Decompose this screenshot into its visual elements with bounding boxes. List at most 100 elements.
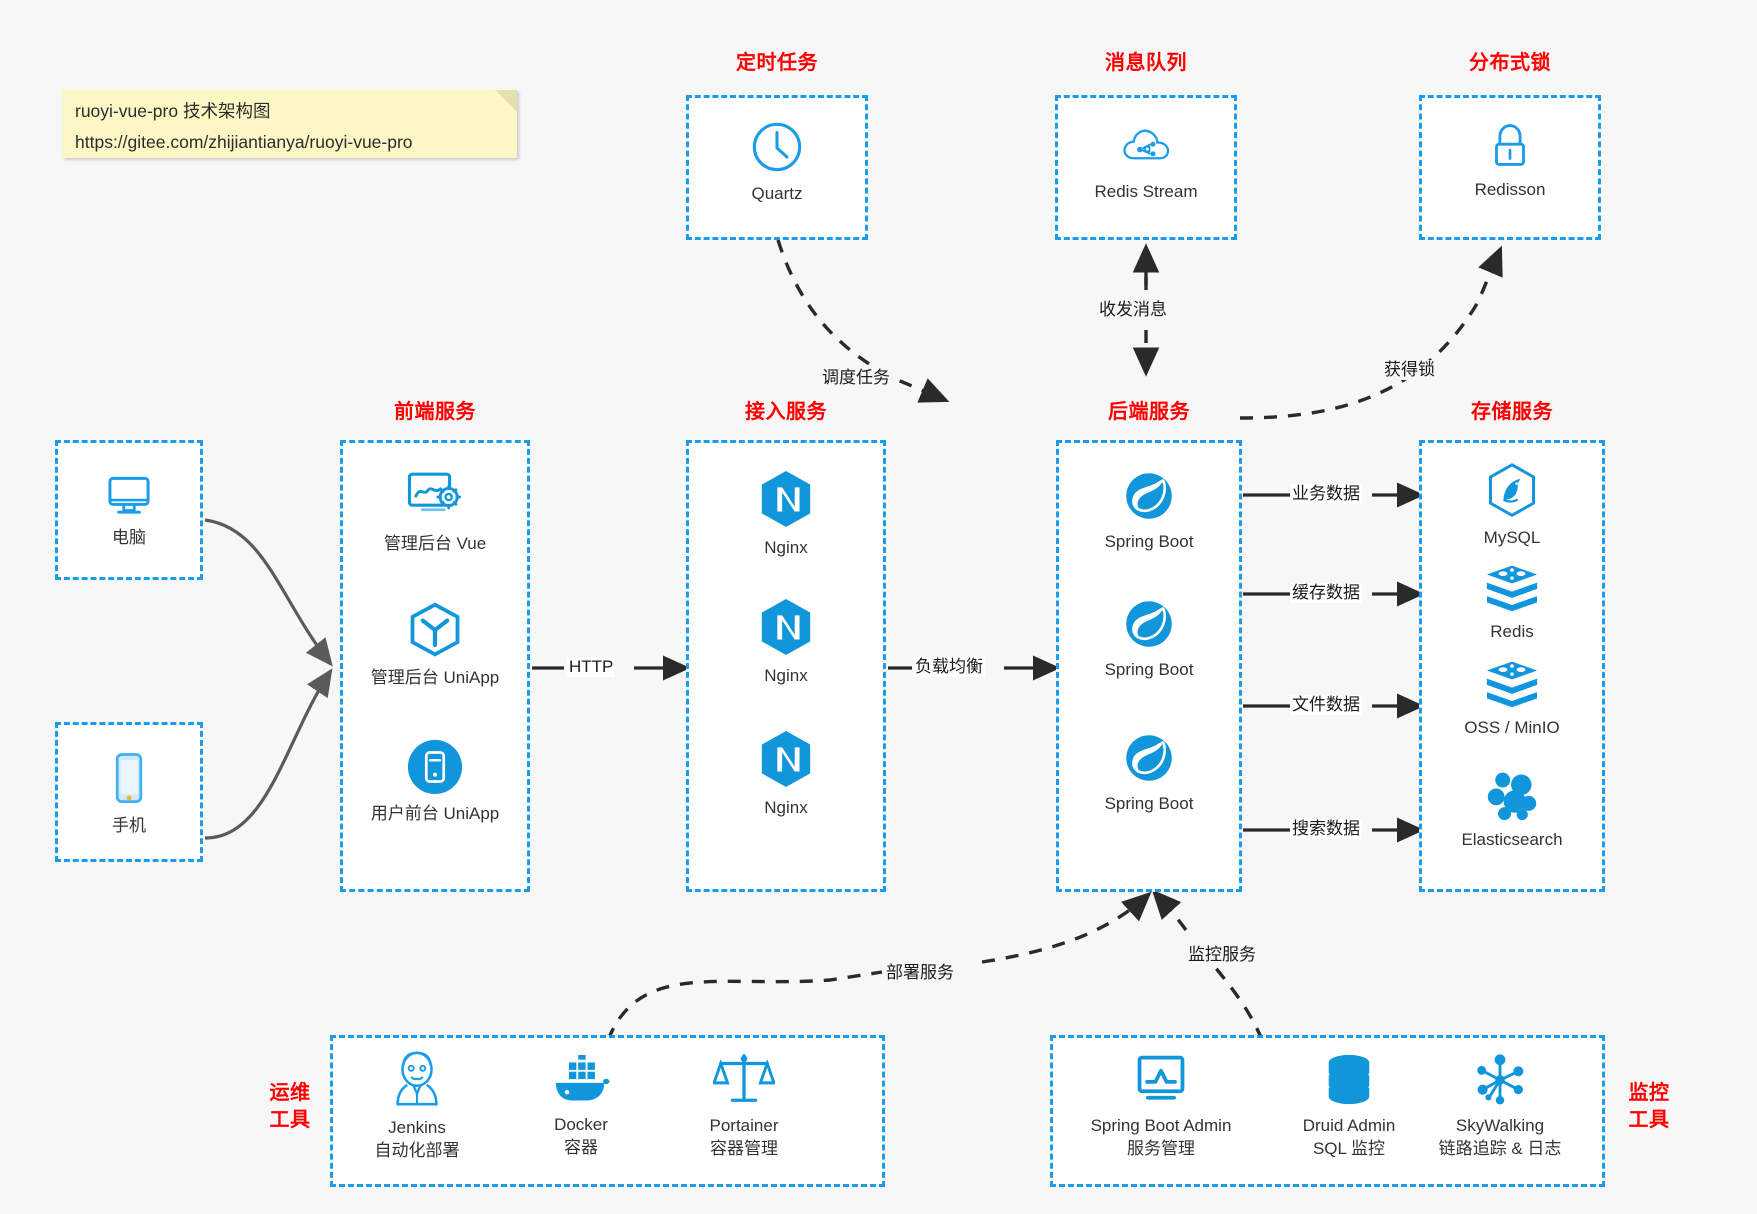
group-box-monitor xyxy=(1050,1035,1605,1187)
lock-icon xyxy=(1495,124,1525,166)
node-label: Spring Boot xyxy=(1104,532,1194,551)
node-elasticsearch[interactable]: Elasticsearch xyxy=(1427,768,1597,851)
node-nginx-2[interactable]: Nginx xyxy=(701,596,871,687)
node-user-uniapp[interactable]: 用户前台 UniApp xyxy=(350,738,520,825)
database-icon xyxy=(1328,1054,1370,1105)
smartphone-icon xyxy=(115,753,143,804)
node-label: OSS / MinIO xyxy=(1464,718,1560,737)
nginx-icon xyxy=(761,471,811,527)
node-redis-stream[interactable]: Redis Stream xyxy=(1061,118,1231,203)
clock-icon xyxy=(752,122,802,172)
docker-whale-icon xyxy=(555,1055,610,1101)
edge-label-search-data: 搜索数据 xyxy=(1290,819,1362,839)
node-label: MySQL xyxy=(1483,528,1541,547)
group-box-mq xyxy=(1055,95,1237,240)
node-sublabel: 链路追踪 & 日志 xyxy=(1438,1139,1562,1158)
mysql-dolphin-icon xyxy=(1488,463,1536,518)
node-redis[interactable]: Redis xyxy=(1427,562,1597,643)
edge-mobile-to-frontend xyxy=(204,668,333,840)
node-redisson[interactable]: Redisson xyxy=(1425,118,1595,201)
group-title-storage: 存储服务 xyxy=(1471,401,1553,423)
nginx-icon xyxy=(761,731,811,787)
node-label: Spring Boot xyxy=(1104,660,1194,679)
elasticsearch-cluster-icon xyxy=(1487,772,1537,821)
node-label: Quartz xyxy=(751,184,803,203)
group-title-devops-line2: 工具 xyxy=(269,1109,311,1131)
node-label: Nginx xyxy=(764,798,808,817)
edge-deploy-service xyxy=(981,891,1152,964)
cloud-network-icon xyxy=(1123,129,1170,160)
node-portainer[interactable]: Portainer 容器管理 xyxy=(659,1050,829,1160)
node-springboot-1[interactable]: Spring Boot xyxy=(1064,468,1234,553)
edge-label-business-data: 业务数据 xyxy=(1290,484,1362,504)
node-label: Docker xyxy=(554,1115,608,1134)
group-title-monitor: 监控 工具 xyxy=(1614,1080,1684,1134)
node-sublabel: 容器 xyxy=(564,1138,598,1157)
node-nginx-1[interactable]: Nginx xyxy=(701,468,871,559)
node-quartz[interactable]: Quartz xyxy=(692,118,862,205)
node-label: Redisson xyxy=(1474,180,1546,199)
node-pc[interactable]: 电脑 xyxy=(44,468,214,549)
node-admin-vue[interactable]: 管理后台 Vue xyxy=(350,468,520,555)
node-label: Spring Boot xyxy=(1104,794,1194,813)
note-url-line: https://gitee.com/zhijiantianya/ruoyi-vu… xyxy=(75,132,413,152)
edge-label-deploy-service: 部署服务 xyxy=(884,963,956,983)
group-box-devops xyxy=(330,1035,885,1187)
node-label: Nginx xyxy=(764,666,808,685)
sticky-note: ruoyi-vue-pro 技术架构图 https://gitee.com/zh… xyxy=(62,90,517,158)
node-sublabel: SQL 监控 xyxy=(1312,1139,1386,1158)
node-label: Druid Admin xyxy=(1302,1116,1396,1135)
node-jenkins[interactable]: Jenkins 自动化部署 xyxy=(332,1048,502,1162)
skywalking-node-icon xyxy=(1477,1054,1524,1105)
desktop-monitor-icon xyxy=(108,476,150,514)
node-label: 管理后台 UniApp xyxy=(370,668,500,687)
group-title-devops: 运维 工具 xyxy=(255,1080,325,1134)
edge-label-acquire-lock: 获得锁 xyxy=(1382,360,1437,380)
node-label: Redis Stream xyxy=(1094,182,1198,201)
note-title-line: ruoyi-vue-pro 技术架构图 xyxy=(75,101,271,121)
spring-leaf-icon xyxy=(1126,601,1172,647)
group-title-devops-line1: 运维 xyxy=(269,1082,311,1104)
group-title-mq: 消息队列 xyxy=(1105,52,1187,74)
node-label: Redis xyxy=(1490,622,1534,641)
node-mobile[interactable]: 手机 xyxy=(44,750,214,837)
node-sublabel: 容器管理 xyxy=(710,1139,778,1158)
group-box-scheduler xyxy=(686,95,868,240)
node-admin-uniapp[interactable]: 管理后台 UniApp xyxy=(350,600,520,689)
node-spring-boot-admin[interactable]: Spring Boot Admin 服务管理 xyxy=(1064,1052,1258,1160)
node-sublabel: 自动化部署 xyxy=(374,1141,460,1160)
node-label: 手机 xyxy=(112,816,146,835)
group-title-monitor-line1: 监控 xyxy=(1628,1082,1670,1104)
node-skywalking[interactable]: SkyWalking 链路追踪 & 日志 xyxy=(1410,1052,1590,1160)
node-springboot-3[interactable]: Spring Boot xyxy=(1064,730,1234,815)
edge-label-cache-data: 缓存数据 xyxy=(1290,583,1362,603)
edge-label-send-receive-msg: 收发消息 xyxy=(1097,300,1169,320)
monitor-chart-icon xyxy=(1137,1055,1185,1100)
node-druid-admin[interactable]: Druid Admin SQL 监控 xyxy=(1264,1052,1434,1160)
scales-icon xyxy=(713,1054,775,1102)
group-title-frontend: 前端服务 xyxy=(394,401,476,423)
node-label: Nginx xyxy=(764,538,808,557)
note-fold-corner xyxy=(495,90,517,112)
group-title-scheduler: 定时任务 xyxy=(736,52,818,74)
mobile-circle-icon xyxy=(407,739,463,795)
node-label: Elasticsearch xyxy=(1461,830,1563,849)
node-springboot-2[interactable]: Spring Boot xyxy=(1064,596,1234,681)
redis-stack-icon xyxy=(1486,661,1538,708)
group-box-frontend xyxy=(340,440,530,892)
node-label: Jenkins xyxy=(388,1118,446,1137)
dashboard-gear-icon xyxy=(407,472,461,512)
node-sublabel: 服务管理 xyxy=(1127,1139,1195,1158)
group-title-lock: 分布式锁 xyxy=(1469,52,1551,74)
node-docker[interactable]: Docker 容器 xyxy=(496,1055,666,1159)
node-nginx-3[interactable]: Nginx xyxy=(701,728,871,819)
edge-label-schedule-task: 调度任务 xyxy=(820,368,892,388)
node-mysql[interactable]: MySQL xyxy=(1427,462,1597,549)
spring-leaf-icon xyxy=(1126,735,1172,781)
node-oss-minio[interactable]: OSS / MinIO xyxy=(1427,658,1597,739)
node-label: 电脑 xyxy=(112,528,146,547)
node-label: 管理后台 Vue xyxy=(383,534,487,553)
redis-stack-icon xyxy=(1486,565,1538,612)
edge-label-monitor-service: 监控服务 xyxy=(1186,945,1258,965)
